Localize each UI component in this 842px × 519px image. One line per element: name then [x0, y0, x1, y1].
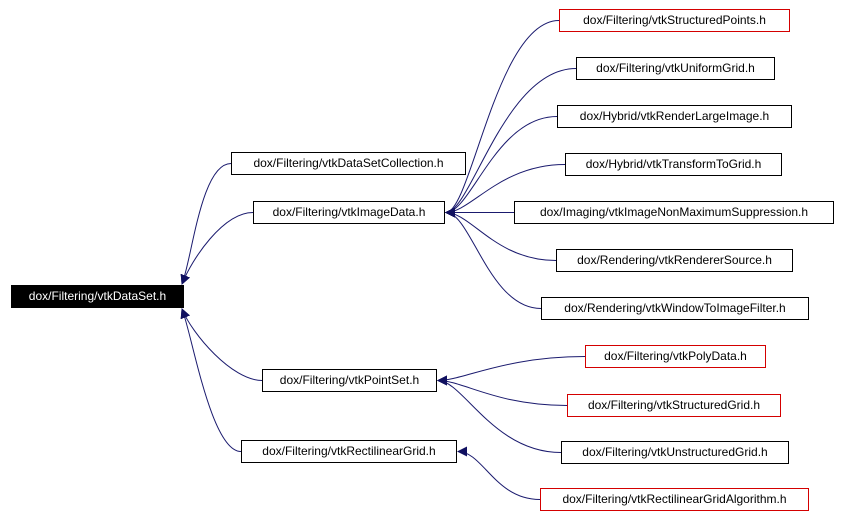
edge-vtkrectilineargrid-to-vtkdataset	[180, 308, 242, 452]
node-vtkunstructuredgrid[interactable]: dox/Filtering/vtkUnstructuredGrid.h	[561, 441, 789, 464]
node-vtkstructuredpoints[interactable]: dox/Filtering/vtkStructuredPoints.h	[559, 9, 790, 32]
edge-vtkimagedata-to-vtkdataset	[180, 212, 254, 285]
edge-vtkdatasetcollection-to-vtkdataset	[180, 163, 232, 285]
node-vtkpolydata[interactable]: dox/Filtering/vtkPolyData.h	[585, 345, 766, 368]
edge-vtkpointset-to-vtkdataset	[180, 308, 263, 381]
node-vtkrenderersource[interactable]: dox/Rendering/vtkRendererSource.h	[556, 249, 793, 272]
node-vtkuniformgrid[interactable]: dox/Filtering/vtkUniformGrid.h	[576, 57, 775, 80]
node-vtktransformtogrid[interactable]: dox/Hybrid/vtkTransformToGrid.h	[565, 153, 782, 176]
edge-vtkstructuredgrid-to-vtkpointset	[437, 375, 568, 406]
node-vtkimagedata[interactable]: dox/Filtering/vtkImageData.h	[253, 201, 445, 224]
node-vtkdatasetcollection[interactable]: dox/Filtering/vtkDataSetCollection.h	[231, 152, 466, 175]
node-vtkimagenonmaximumsuppression[interactable]: dox/Imaging/vtkImageNonMaximumSuppressio…	[514, 201, 834, 224]
edge-vtkuniformgrid-to-vtkimagedata	[445, 68, 577, 218]
edge-vtkwindowtoimagefilter-to-vtkimagedata	[445, 207, 542, 309]
edge-vtkrectilineargridalgorithm-to-vtkrectilineargrid	[457, 446, 541, 500]
edge-vtkunstructuredgrid-to-vtkpointset	[437, 375, 562, 453]
node-vtkrectilineargridalgorithm[interactable]: dox/Filtering/vtkRectilinearGridAlgorith…	[540, 488, 809, 511]
node-vtkstructuredgrid[interactable]: dox/Filtering/vtkStructuredGrid.h	[567, 394, 781, 417]
node-vtkdataset[interactable]: dox/Filtering/vtkDataSet.h	[11, 285, 184, 308]
node-vtkrenderlargeimage[interactable]: dox/Hybrid/vtkRenderLargeImage.h	[557, 105, 792, 128]
node-vtkpointset[interactable]: dox/Filtering/vtkPointSet.h	[262, 369, 437, 392]
node-vtkwindowtoimagefilter[interactable]: dox/Rendering/vtkWindowToImageFilter.h	[541, 297, 809, 320]
edge-vtkpolydata-to-vtkpointset	[437, 356, 586, 386]
node-vtkrectilineargrid[interactable]: dox/Filtering/vtkRectilinearGrid.h	[241, 440, 457, 463]
edge-vtkstructuredpoints-to-vtkimagedata	[445, 20, 560, 218]
